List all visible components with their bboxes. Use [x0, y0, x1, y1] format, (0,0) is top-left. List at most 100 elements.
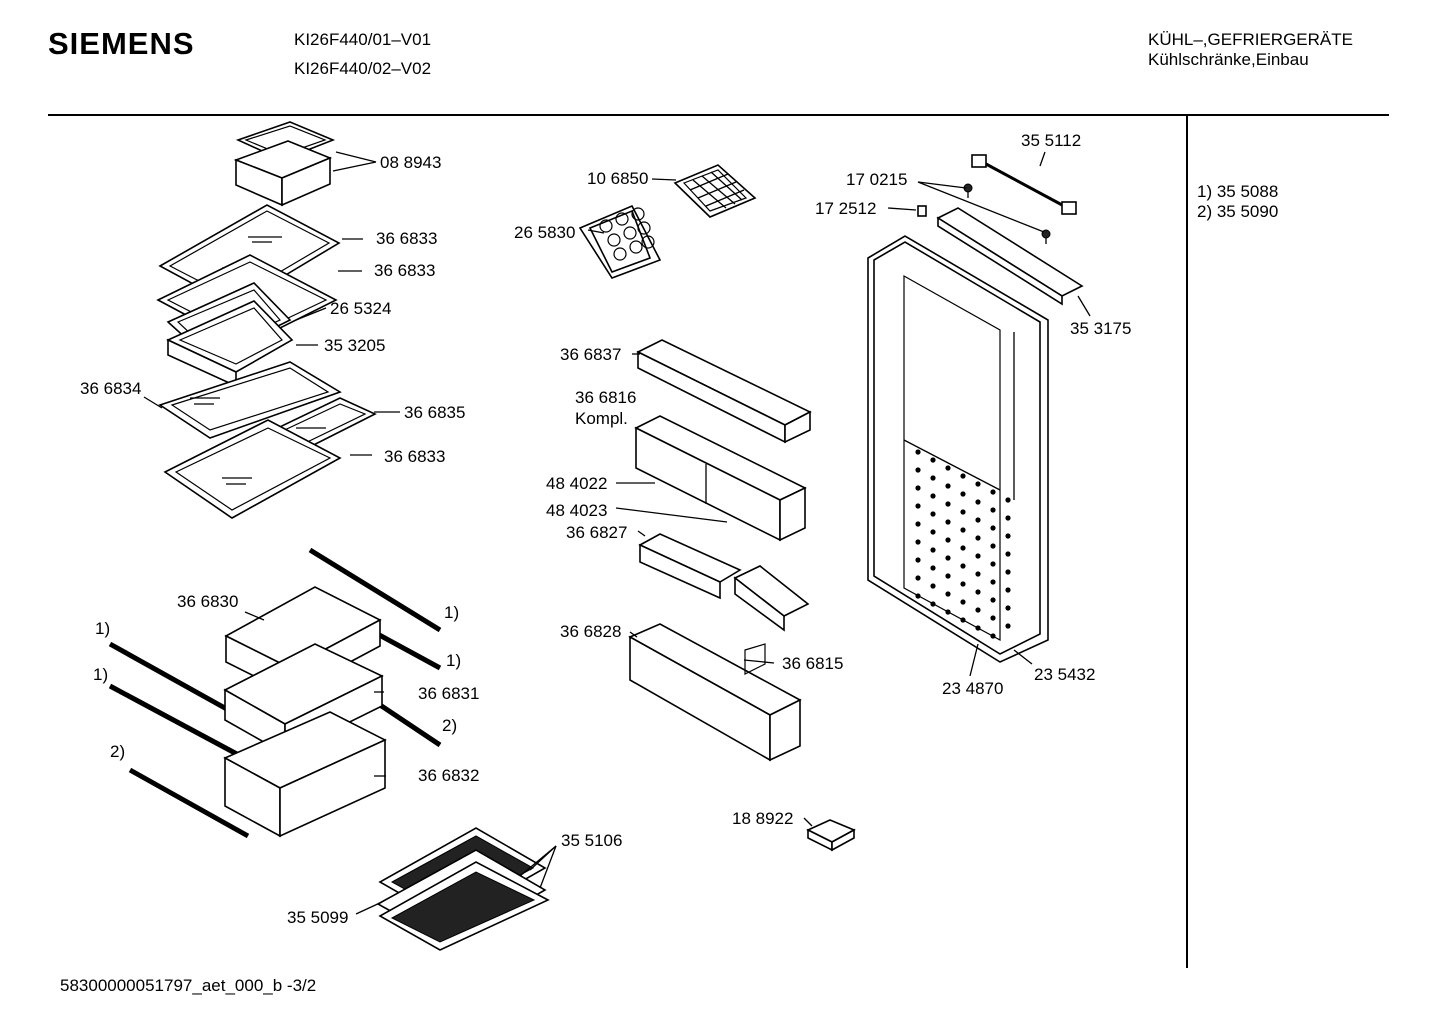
door-dimple: [975, 499, 981, 505]
drawer-large: [223, 711, 387, 838]
door-shelf-top: [636, 339, 812, 444]
small-bin: [806, 819, 856, 852]
header-divider: [48, 114, 1389, 116]
model-number-2: KI26F440/02–V02: [294, 59, 432, 78]
door-dimple: [930, 547, 936, 553]
door-dimple: [945, 609, 951, 615]
part-label: 17 0215: [846, 170, 907, 189]
door-dimple: [990, 543, 996, 549]
door-dimple: [915, 485, 921, 491]
door-dimple: [960, 509, 966, 515]
notes-divider: [1186, 116, 1188, 968]
door-dimple: [990, 597, 996, 603]
door-dimple: [930, 457, 936, 463]
door-dimple: [975, 553, 981, 559]
door-dimple: [945, 465, 951, 471]
butter-compartment-lid: [233, 121, 336, 207]
door-dimple: [960, 599, 966, 605]
door-dimple: [990, 579, 996, 585]
part-label: 35 5106: [561, 831, 622, 850]
category-subtitle: Kühlschränke,Einbau: [1148, 50, 1309, 69]
glass-shelf-3: [163, 419, 342, 519]
door-dimple: [930, 583, 936, 589]
door-dimple: [945, 519, 951, 525]
door-dimple: [1005, 533, 1011, 539]
door-dimple: [945, 591, 951, 597]
footnote-ref: 1): [444, 603, 459, 622]
cable-connector: [971, 154, 1077, 215]
leader-lines: [143, 151, 1091, 915]
part-label: 26 5830: [514, 223, 575, 242]
door-dimple: [975, 481, 981, 487]
door-dimple: [945, 537, 951, 543]
part-labels: 08 8943 36 6833 36 6833 26 5324 35 3205 …: [80, 131, 1131, 927]
part-label: 23 4870: [942, 679, 1003, 698]
door-dimple: [945, 555, 951, 561]
part-label: 36 6837: [560, 345, 621, 364]
footnote-ref: 2): [110, 742, 125, 761]
part-label: 26 5324: [330, 299, 391, 318]
door-dimple: [960, 581, 966, 587]
door-dimple: [960, 545, 966, 551]
split-shelf-frame: [158, 361, 342, 439]
part-label: 36 6816: [575, 388, 636, 407]
egg-tray: [578, 204, 662, 279]
door-dimple: [1005, 551, 1011, 557]
part-label: 36 6834: [80, 379, 141, 398]
footnote-ref: 2): [442, 716, 457, 735]
door-dimple: [960, 473, 966, 479]
door-dimple: [915, 557, 921, 563]
part-label: 35 5112: [1021, 131, 1081, 150]
door-dimple: [990, 507, 996, 513]
door-dimple: [960, 491, 966, 497]
door-dimple: [915, 593, 921, 599]
part-label: 36 6832: [418, 766, 479, 785]
door-dimple: [960, 527, 966, 533]
footnote-ref: 1): [446, 651, 461, 670]
door-dimple: [990, 525, 996, 531]
part-label: 23 5432: [1034, 665, 1095, 684]
door-shelf-covered: [634, 415, 807, 542]
note-1: 1) 35 5088: [1197, 182, 1279, 201]
door-dimple: [975, 571, 981, 577]
footnote-ref: 1): [93, 665, 108, 684]
door-dimple: [1005, 497, 1011, 503]
door-dimples: [915, 449, 1011, 639]
door-dimple: [975, 517, 981, 523]
door-dimple: [915, 467, 921, 473]
door-dimple: [945, 501, 951, 507]
door-dimple: [915, 539, 921, 545]
door-shelf-small: [638, 533, 810, 632]
door-dimple: [945, 573, 951, 579]
part-label: 36 6827: [566, 523, 627, 542]
door-dimple: [930, 601, 936, 607]
part-label: 35 3205: [324, 336, 385, 355]
part-label: Kompl.: [575, 409, 628, 428]
door-dimple: [975, 625, 981, 631]
part-label: 35 3175: [1070, 319, 1131, 338]
part-label: 36 6828: [560, 622, 621, 641]
clip: [917, 205, 927, 217]
door-dimple: [990, 561, 996, 567]
door-dimple: [915, 503, 921, 509]
door-dimple: [930, 493, 936, 499]
door-dimple: [975, 607, 981, 613]
ventilation-grille: [376, 827, 550, 951]
hinge-bracket: [936, 207, 1084, 306]
door-dimple: [1005, 515, 1011, 521]
part-label: 10 6850: [587, 169, 648, 188]
part-label: 36 6830: [177, 592, 238, 611]
door-dimple: [915, 521, 921, 527]
part-label: 35 5099: [287, 908, 348, 927]
door-dimple: [990, 489, 996, 495]
door-dimple: [1005, 587, 1011, 593]
door-dimple: [930, 529, 936, 535]
door-dimple: [1005, 623, 1011, 629]
model-number-1: KI26F440/01–V01: [294, 30, 432, 49]
door-dimple: [990, 615, 996, 621]
part-label: 48 4023: [546, 501, 607, 520]
category-title: KÜHL–,GEFRIERGERÄTE: [1148, 30, 1353, 49]
part-label: 18 8922: [732, 809, 793, 828]
part-label: 36 6831: [418, 684, 479, 703]
